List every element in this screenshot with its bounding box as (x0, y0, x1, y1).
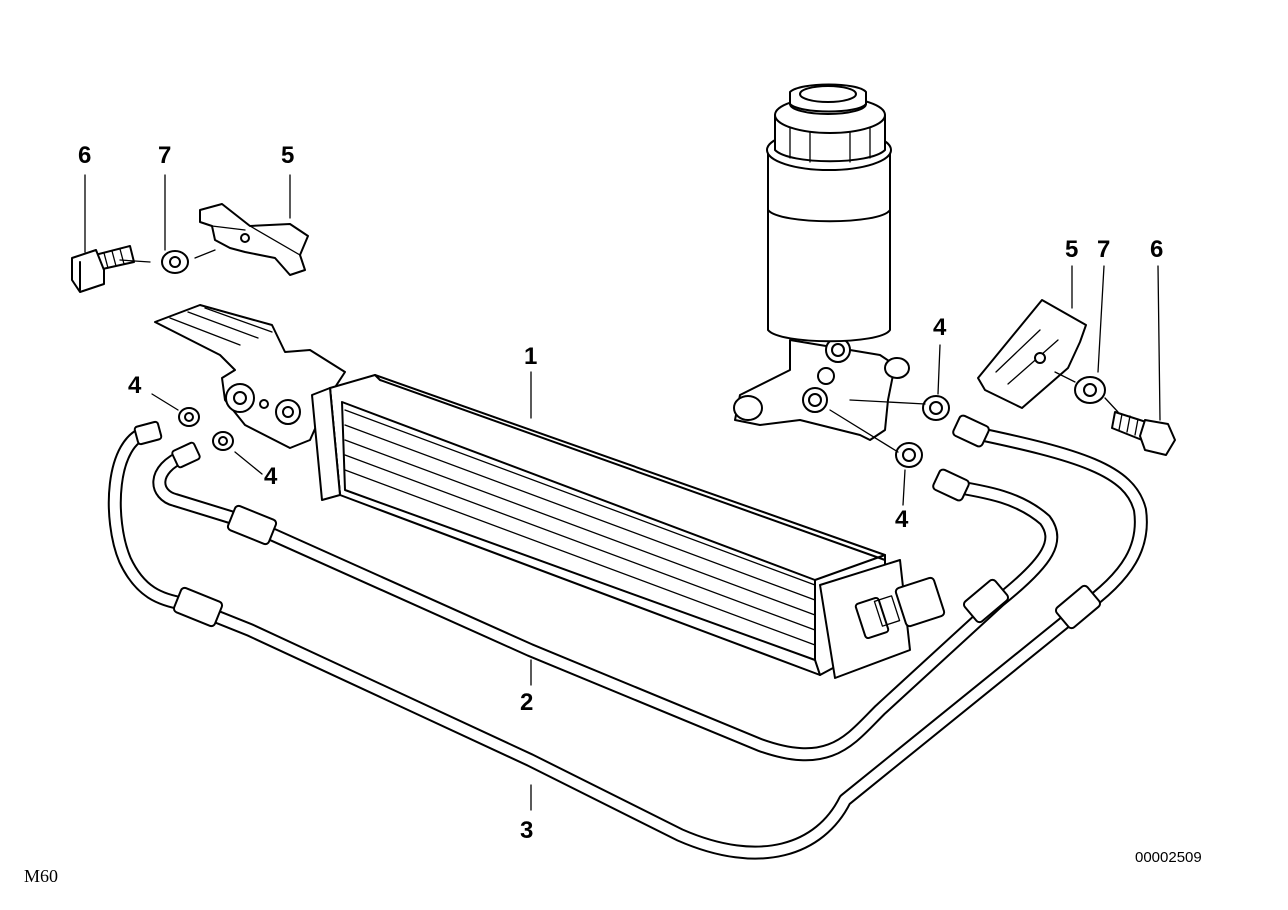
washer-left (161, 250, 189, 274)
callout-hose-outer: 3 (520, 817, 533, 844)
callout-bracket-left: 5 (281, 142, 294, 169)
hose-inner (152, 448, 1059, 762)
callout-bolt-left: 6 (78, 142, 91, 169)
leader-lines (84, 174, 1161, 811)
washer-right (1074, 376, 1106, 404)
reservoir (733, 83, 910, 441)
callout-bracket-right: 5 (1065, 236, 1078, 263)
callout-bolt-right: 6 (1150, 236, 1163, 263)
drawing-number: 00002509 (1135, 849, 1202, 866)
callout-seal-lower-left: 4 (264, 463, 278, 490)
callout-washer-right: 7 (1097, 236, 1110, 263)
hose-outer (107, 425, 1148, 860)
bolt-right (1111, 411, 1176, 456)
hose-fittings (133, 414, 1102, 630)
callout-cooler: 1 (524, 343, 537, 370)
seals-left (178, 407, 234, 451)
callout-seal-upper-left: 4 (128, 372, 142, 399)
callout-washer-left: 7 (158, 142, 171, 169)
model-label: M60 (24, 866, 58, 886)
callout-hose-inner: 2 (520, 689, 533, 716)
bracket-right (977, 299, 1087, 409)
seals-right (895, 395, 950, 468)
bracket-left (199, 203, 309, 276)
callout-seal-upper-right: 4 (933, 314, 947, 341)
bolt-left (71, 245, 135, 293)
oil-cooler (154, 304, 946, 679)
callout-seal-lower-right: 4 (895, 506, 909, 533)
